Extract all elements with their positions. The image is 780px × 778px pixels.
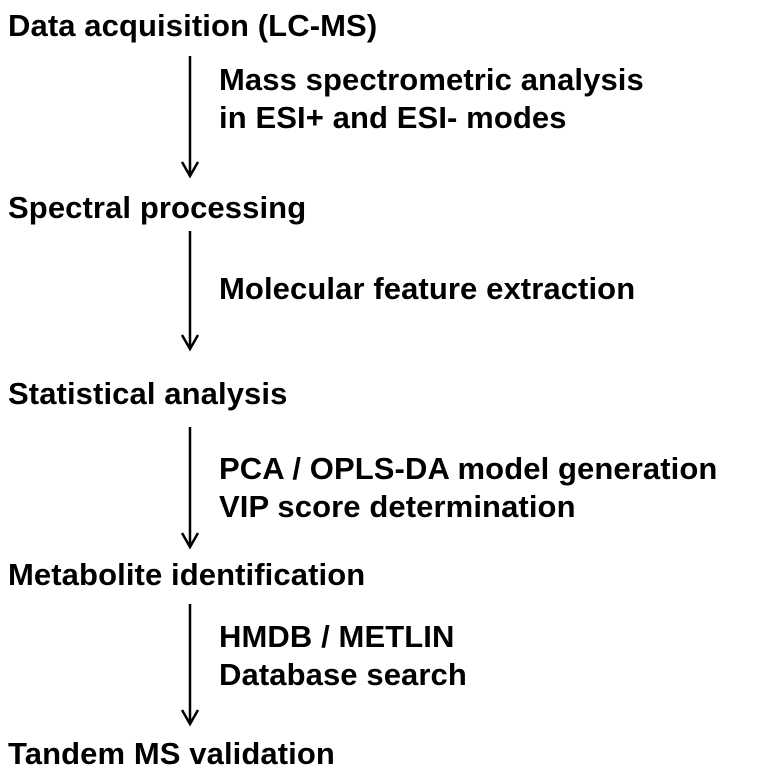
arrow-down-icon <box>178 231 202 352</box>
arrow-down-icon <box>178 427 202 550</box>
step-title-metabolite-identification: Metabolite identification <box>8 557 366 592</box>
arrow-down-icon <box>178 56 202 179</box>
step-details-spectral-processing: Molecular feature extraction <box>219 270 635 308</box>
step-detail-line: Molecular feature extraction <box>219 271 636 306</box>
step-detail-line: HMDB / METLIN <box>219 619 455 654</box>
step-detail-line: Database search <box>219 657 467 692</box>
step-title-spectral-processing: Spectral processing <box>8 190 307 225</box>
step-details-statistical-analysis: PCA / OPLS-DA model generation VIP score… <box>219 450 717 526</box>
arrow-down-icon <box>178 604 202 727</box>
step-detail-line: PCA / OPLS-DA model generation <box>219 451 718 486</box>
step-detail-line: VIP score determination <box>219 489 576 524</box>
step-title-statistical-analysis: Statistical analysis <box>8 376 288 411</box>
step-title-tandem-ms-validation: Tandem MS validation <box>8 736 335 771</box>
step-details-data-acquisition: Mass spectrometric analysis in ESI+ and … <box>219 61 644 137</box>
step-details-metabolite-identification: HMDB / METLIN Database search <box>219 618 467 694</box>
step-title-data-acquisition: Data acquisition (LC-MS) <box>8 8 378 43</box>
step-detail-line: Mass spectrometric analysis <box>219 62 644 97</box>
step-detail-line: in ESI+ and ESI- modes <box>219 100 567 135</box>
